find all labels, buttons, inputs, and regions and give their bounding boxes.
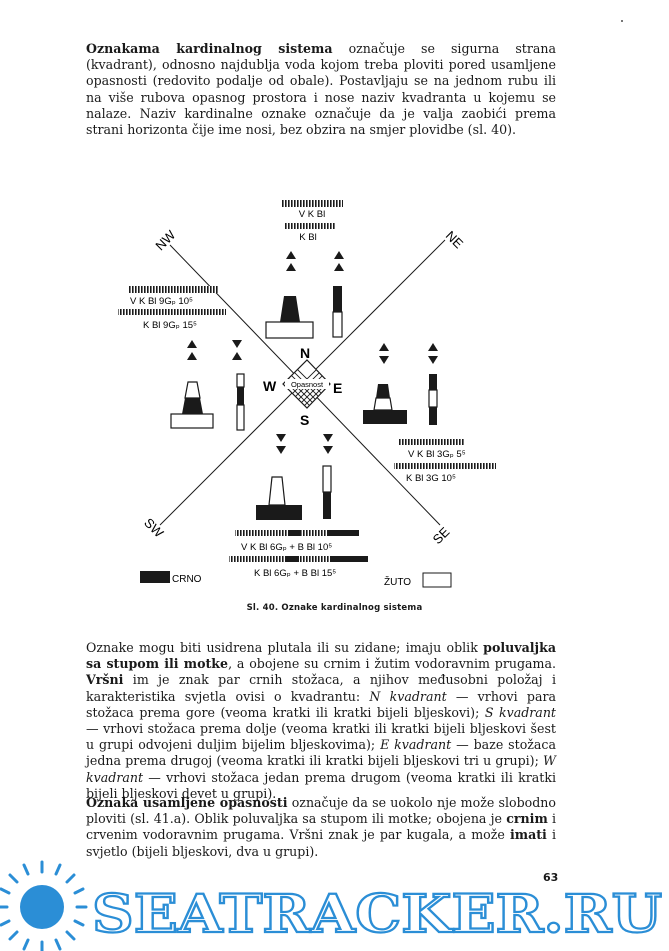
center-s: S bbox=[300, 412, 309, 428]
page-number: 63 bbox=[543, 871, 559, 884]
legend-black-label: CRNO bbox=[172, 574, 202, 585]
center-e: E bbox=[333, 380, 342, 396]
center-n: N bbox=[300, 345, 310, 361]
quadrant-term: N kvadrant bbox=[369, 688, 447, 704]
west-light-1: V K Bl 9Gₚ 10⁵ bbox=[130, 296, 193, 307]
lead-term: Oznakama kardinalnog sistema bbox=[86, 41, 333, 56]
figure-caption: Sl. 40. Oznake kardinalnog sistema bbox=[246, 603, 423, 613]
emphasis: poluvaljka sa stupom ili motke bbox=[86, 640, 556, 672]
paragraph-text: — vrhovi stožaca jedan prema drugom (veo… bbox=[86, 769, 556, 801]
topmark-cone bbox=[379, 356, 389, 364]
emphasis: imati bbox=[509, 827, 547, 843]
danger-diamond: Opasnost bbox=[282, 359, 331, 409]
center-w: W bbox=[263, 378, 277, 394]
legend-swatch-yellow bbox=[422, 572, 452, 588]
quadrant-term: E kvadrant bbox=[380, 737, 452, 753]
topmark-cone bbox=[232, 340, 242, 348]
direction-se: SE bbox=[430, 524, 453, 547]
scan-speck bbox=[621, 20, 623, 22]
west-light-2: K Bl 9Gₚ 15⁵ bbox=[143, 320, 197, 331]
direction-ne: NE bbox=[443, 228, 467, 252]
north-light-1: V K Bl bbox=[299, 209, 325, 220]
legend-swatch-black bbox=[140, 571, 170, 583]
topmark-cone bbox=[334, 263, 344, 271]
topmark-cone bbox=[286, 263, 296, 271]
paragraph-text: i svjetlo (bijeli bljeskovi, dva u grupi… bbox=[86, 827, 556, 859]
light-bar bbox=[285, 223, 335, 229]
light-bar bbox=[128, 286, 218, 293]
east-buoy bbox=[363, 384, 407, 424]
topmark-cone bbox=[379, 343, 389, 351]
paragraph-isolated-danger: Oznaka usamljene opasnosti označuje da s… bbox=[86, 795, 556, 860]
paragraph-text: označuje da se uokolo nje može slobodno … bbox=[86, 795, 556, 827]
west-buoy bbox=[170, 381, 214, 429]
topmark-cone bbox=[323, 434, 333, 442]
paragraph-text: im je znak par crnih stožaca, a njihov m… bbox=[86, 672, 556, 704]
topmark-cone bbox=[276, 434, 286, 442]
paragraph-text: — baze stožaca jedna prema drugoj (veoma… bbox=[86, 737, 556, 769]
south-light-1: V K Bl 6Gₚ + B Bl 10⁵ bbox=[241, 542, 332, 553]
east-spar bbox=[428, 374, 438, 425]
topmark-cone bbox=[323, 446, 333, 454]
south-group: V K Bl 6Gₚ + B Bl 10⁵ K Bl 6Gₚ + B Bl 15… bbox=[229, 434, 369, 579]
paragraph-text: — vrhovi para stožaca prema gore (veoma … bbox=[86, 688, 556, 720]
topmark-cone bbox=[232, 352, 242, 360]
topmark-cone bbox=[334, 251, 344, 259]
lead-term: Oznaka usamljene opasnosti bbox=[86, 795, 288, 810]
topmark-cone bbox=[187, 340, 197, 348]
east-group: V K Bl 3Gₚ 5⁵ K Bl 3G 10⁵ bbox=[363, 343, 496, 484]
paragraph-buoy-description: Oznake mogu biti usidrena plutala ili su… bbox=[86, 640, 556, 802]
paragraph-text: Oznake mogu biti usidrena plutala ili su… bbox=[86, 640, 484, 655]
west-spar bbox=[236, 373, 245, 431]
direction-sw: SW bbox=[141, 515, 167, 541]
east-light-2: K Bl 3G 10⁵ bbox=[406, 473, 456, 484]
quadrant-term: S kvadrant bbox=[484, 704, 556, 720]
cardinal-system-figure: NW NE SW SE Opasnost N S W E V K Bl K Bl bbox=[118, 200, 496, 588]
light-bar bbox=[118, 309, 226, 315]
light-bar bbox=[394, 463, 496, 469]
watermark-text: SEATRACKER.RU bbox=[92, 884, 662, 945]
north-light-2: K Bl bbox=[299, 232, 316, 243]
sun-logo bbox=[0, 860, 88, 951]
emphasis: crnim bbox=[506, 811, 548, 827]
danger-label: Opasnost bbox=[291, 380, 324, 389]
topmark-cone bbox=[428, 343, 438, 351]
seatracker-watermark: SEATRACKER.RU bbox=[0, 860, 663, 951]
west-group: V K Bl 9Gₚ 10⁵ K Bl 9Gₚ 15⁵ bbox=[118, 286, 245, 431]
topmark-cone bbox=[187, 352, 197, 360]
legend: CRNO ŽUTO bbox=[140, 571, 452, 588]
topmark-cone bbox=[276, 446, 286, 454]
north-spar bbox=[332, 286, 343, 338]
paragraph-text: označuje se sigurna strana (kvadrant), o… bbox=[86, 41, 556, 138]
paragraph-cardinal-intro: Oznakama kardinalnog sistema označuje se… bbox=[86, 41, 556, 138]
emphasis: Vršni bbox=[86, 672, 124, 688]
light-bar bbox=[398, 439, 464, 445]
quadrant-term: W kvadrant bbox=[86, 753, 556, 785]
south-light-2: K Bl 6Gₚ + B Bl 15⁵ bbox=[254, 568, 336, 579]
south-spar bbox=[322, 465, 332, 519]
paragraph-text: — vrhovi stožaca prema dolje (veoma krat… bbox=[86, 721, 556, 753]
light-bar bbox=[282, 200, 343, 207]
east-light-1: V K Bl 3Gₚ 5⁵ bbox=[408, 449, 466, 460]
paragraph-text: , a obojene su crnim i žutim vodoravnim … bbox=[228, 656, 557, 672]
topmark-cone bbox=[428, 356, 438, 364]
topmark-cone bbox=[286, 251, 296, 259]
paragraph-text: i crvenim vodoravnim prugama. Vršni znak… bbox=[86, 811, 557, 843]
north-buoy bbox=[265, 296, 314, 339]
south-buoy bbox=[256, 476, 302, 520]
legend-yellow-label: ŽUTO bbox=[384, 575, 411, 588]
north-group: V K Bl K Bl bbox=[265, 200, 344, 339]
